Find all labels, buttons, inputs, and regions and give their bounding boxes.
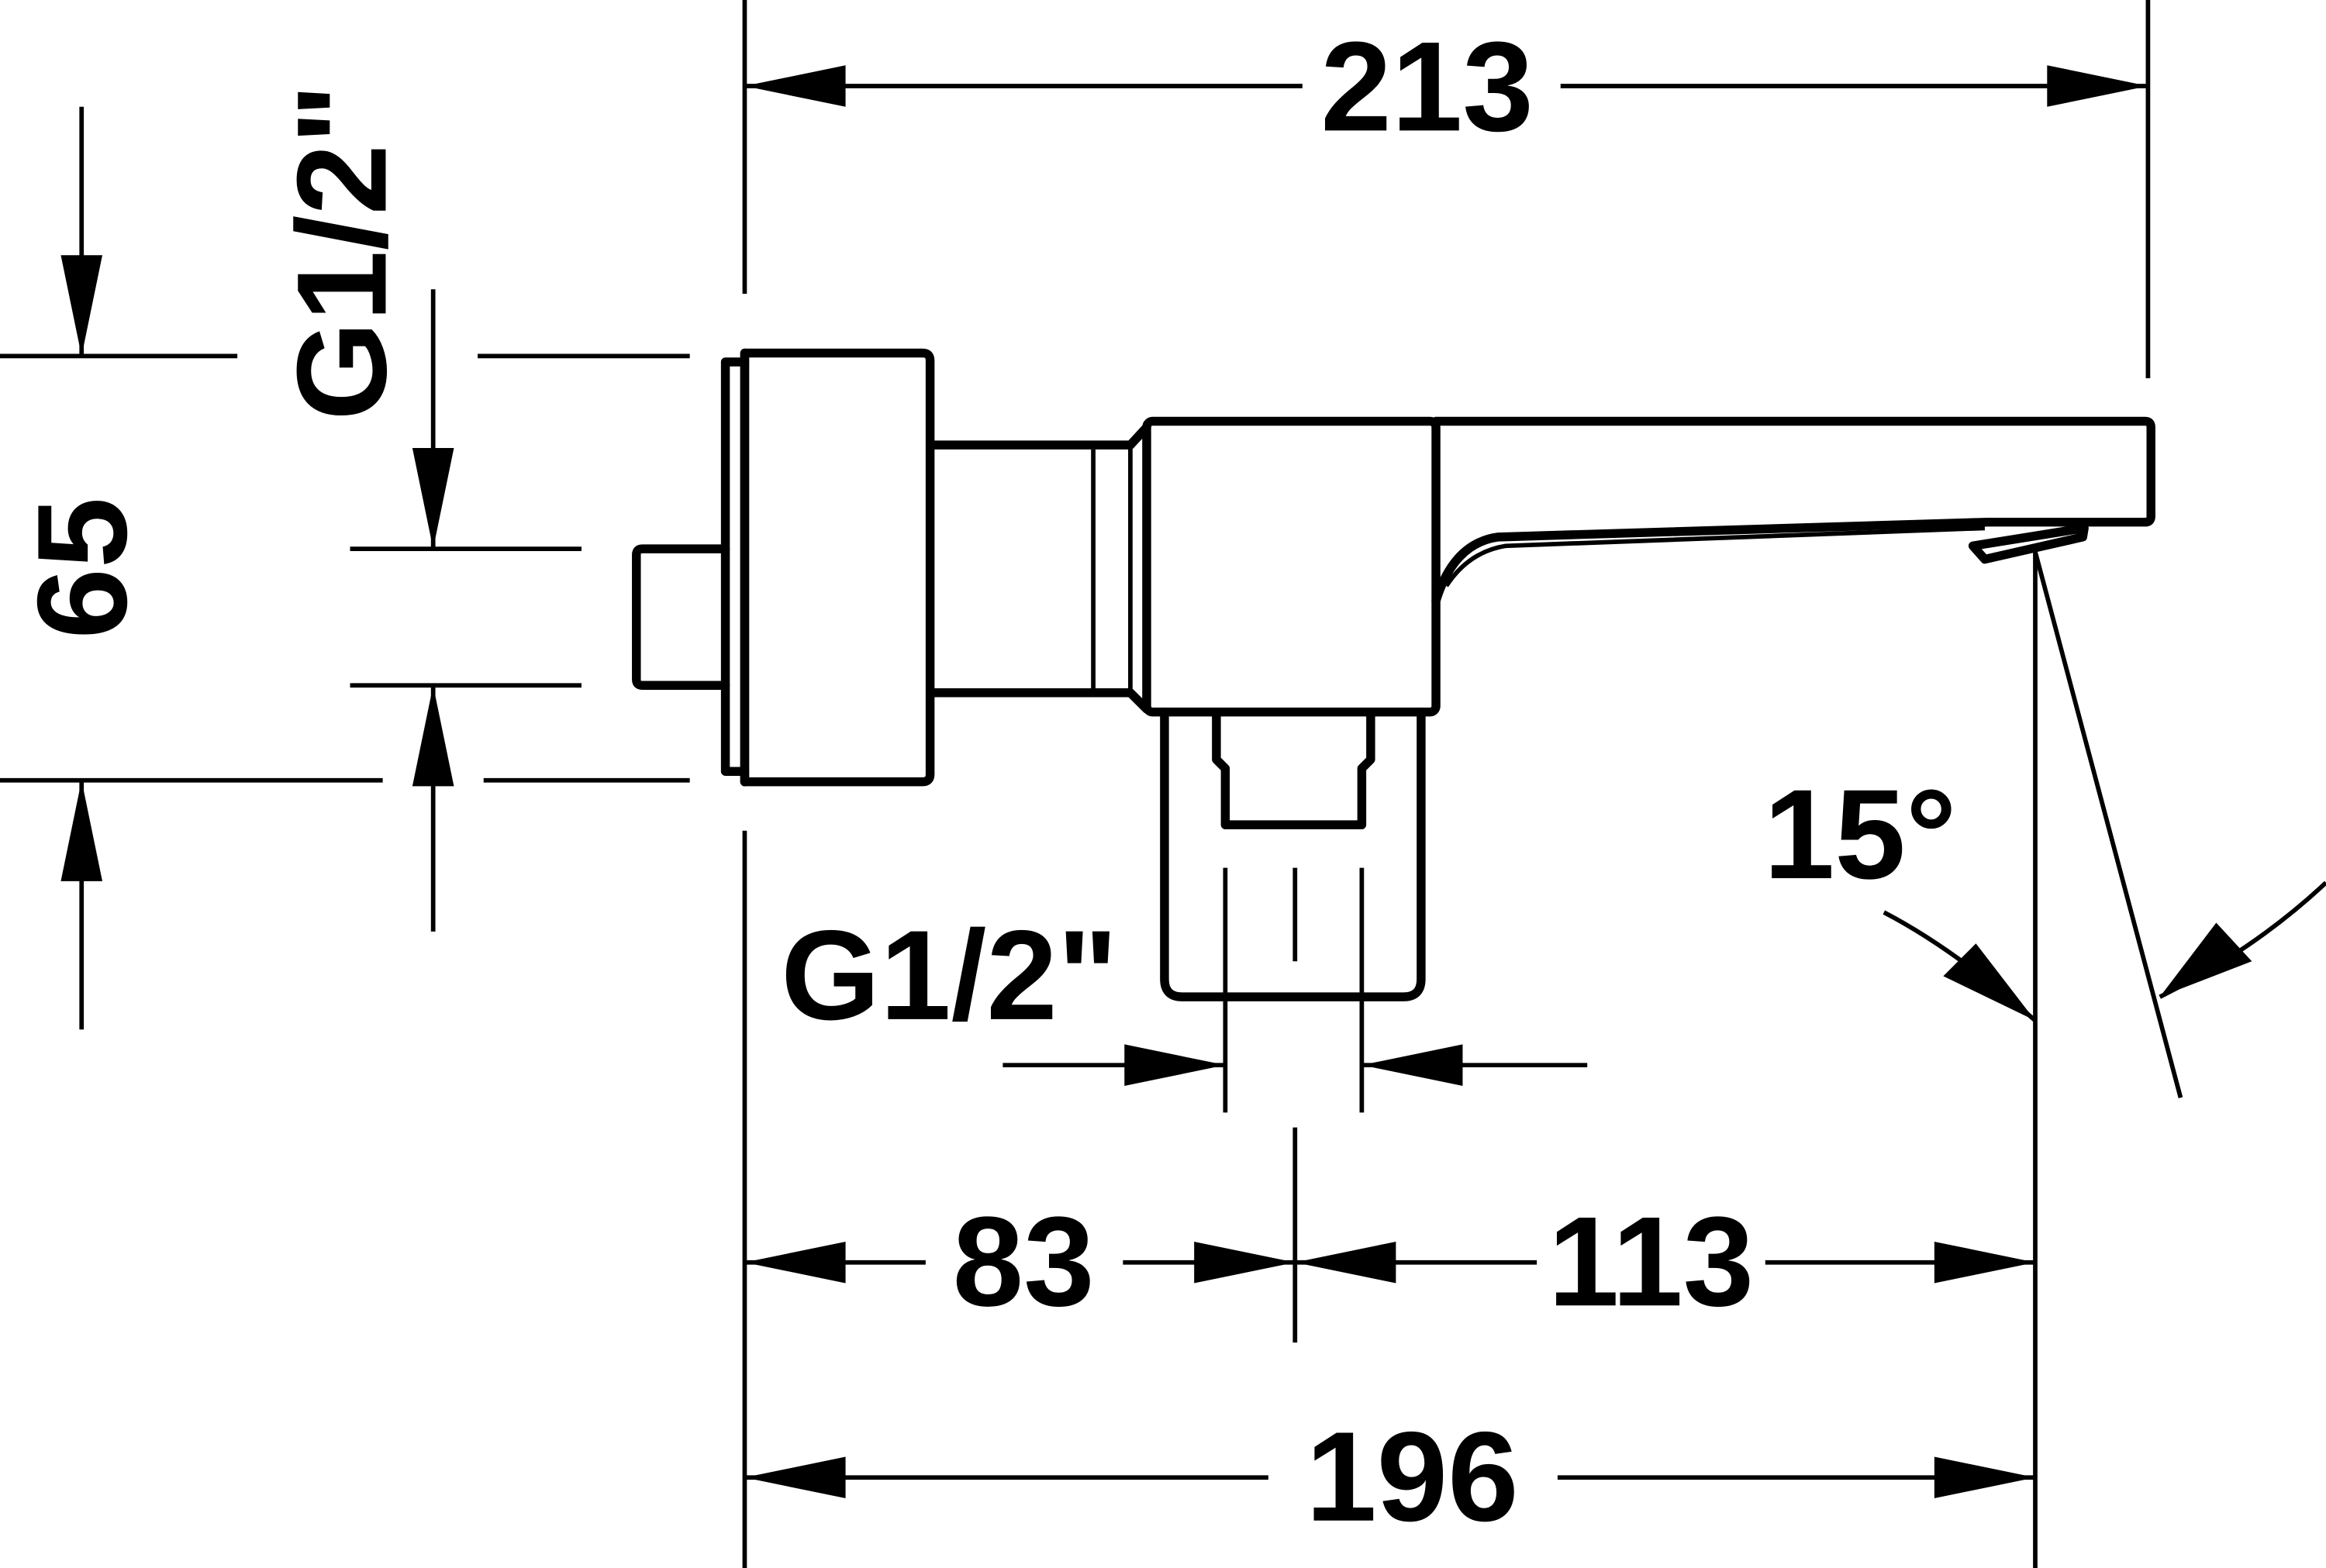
wall-flange <box>740 348 935 787</box>
bottom-outlet <box>1160 707 1426 1001</box>
dim-spout-reach: 113 <box>1548 1190 1754 1332</box>
aerator <box>1968 523 2089 564</box>
connecting-pipe <box>925 422 1151 714</box>
extension-lines <box>0 0 2183 1568</box>
inlet-stub <box>632 544 730 690</box>
dim-height: 65 <box>11 497 154 639</box>
dimension-lines <box>60 65 2326 1499</box>
spout <box>1431 416 2155 605</box>
dim-bottom-thread: G1/2" <box>781 904 1118 1046</box>
valve-block <box>1142 416 1441 717</box>
faucet-body <box>632 348 2155 1001</box>
dim-inlet-offset: 83 <box>953 1190 1095 1332</box>
dim-spout-angle: 15° <box>1764 763 1957 905</box>
flange-ring <box>720 357 750 776</box>
dimension-labels: 213 83 113 196 65 G1/2" G1/2" 15° <box>11 15 1957 1547</box>
dim-wall-to-spout: 196 <box>1306 1405 1519 1548</box>
dim-wall-thread: G1/2" <box>270 84 412 421</box>
dim-overall-width: 213 <box>1320 15 1534 157</box>
